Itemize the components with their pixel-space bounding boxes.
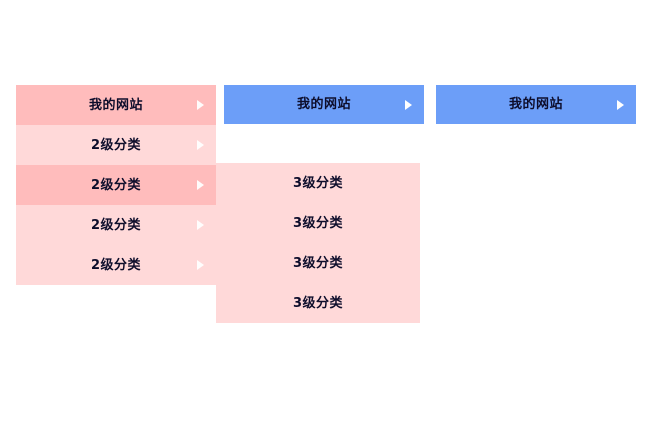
submenu-item-level3-1[interactable]: 3级分类	[216, 163, 420, 203]
menu-item-level2-3[interactable]: 2级分类	[16, 205, 216, 245]
menu-item-level2-4[interactable]: 2级分类	[16, 245, 216, 285]
blue-menu-item-my-site-3[interactable]: 我的网站	[436, 85, 636, 124]
blue-menu-bar-2: 我的网站	[224, 85, 424, 124]
menu-item-label: 2级分类	[90, 177, 142, 193]
menu-item-my-site[interactable]: 我的网站	[16, 85, 216, 125]
submenu-item-level3-4[interactable]: 3级分类	[216, 283, 420, 323]
submenu-item-label: 3级分类	[292, 215, 344, 231]
submenu-item-label: 3级分类	[292, 175, 344, 191]
menu-item-label: 我的网站	[88, 97, 143, 113]
blue-menu-item-label: 我的网站	[296, 97, 351, 112]
submenu-item-level3-3[interactable]: 3级分类	[216, 243, 420, 283]
chevron-right-icon	[197, 220, 204, 230]
menu-item-label: 2级分类	[90, 257, 142, 273]
menu-item-label: 2级分类	[90, 217, 142, 233]
submenu-item-label: 3级分类	[292, 295, 344, 311]
pink-third-level-submenu: 3级分类 3级分类 3级分类 3级分类	[216, 163, 420, 323]
chevron-right-icon	[197, 140, 204, 150]
blue-menu-bar-3: 我的网站	[436, 85, 636, 124]
chevron-right-icon	[197, 260, 204, 270]
menu-item-level2-1[interactable]: 2级分类	[16, 125, 216, 165]
chevron-right-icon	[197, 100, 204, 110]
submenu-item-label: 3级分类	[292, 255, 344, 271]
chevron-right-icon	[197, 180, 204, 190]
pink-dropdown-menu: 我的网站 2级分类 2级分类 2级分类 2级分类	[16, 85, 216, 285]
menu-item-label: 2级分类	[90, 137, 142, 153]
blue-menu-item-label: 我的网站	[508, 97, 563, 112]
menu-item-level2-2[interactable]: 2级分类	[16, 165, 216, 205]
blue-menu-item-my-site-2[interactable]: 我的网站	[224, 85, 424, 124]
submenu-item-level3-2[interactable]: 3级分类	[216, 203, 420, 243]
chevron-right-icon	[617, 99, 624, 110]
chevron-right-icon	[405, 99, 412, 110]
